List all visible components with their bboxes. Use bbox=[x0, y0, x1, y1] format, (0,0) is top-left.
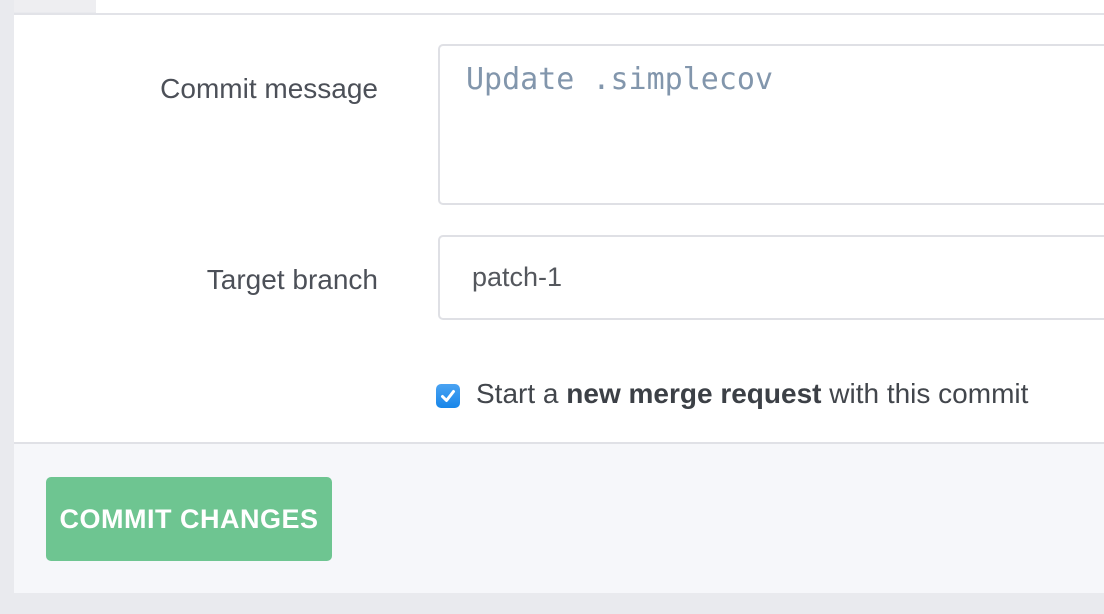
commit-changes-button[interactable]: COMMIT CHANGES bbox=[46, 477, 332, 561]
commit-message-textarea[interactable]: Update .simplecov bbox=[438, 44, 1104, 205]
panel-footer-divider bbox=[14, 442, 1104, 444]
active-file-tab[interactable] bbox=[14, 0, 96, 12]
tab-bar-border bbox=[14, 13, 1104, 15]
label-suffix: with this commit bbox=[821, 378, 1029, 409]
check-icon bbox=[441, 389, 455, 402]
label-bold: new merge request bbox=[566, 378, 822, 409]
label-prefix: Start a bbox=[476, 378, 567, 409]
start-merge-request-label: Start a new merge request with this comm… bbox=[476, 378, 1028, 410]
target-branch-label: Target branch bbox=[206, 264, 378, 295]
commit-message-label: Commit message bbox=[160, 73, 378, 104]
new-merge-request-checkbox[interactable] bbox=[436, 383, 460, 408]
target-branch-input[interactable] bbox=[438, 235, 1104, 320]
start-merge-request-row[interactable]: Start a new merge request with this comm… bbox=[436, 377, 1104, 411]
tab-bar bbox=[96, 0, 1104, 13]
